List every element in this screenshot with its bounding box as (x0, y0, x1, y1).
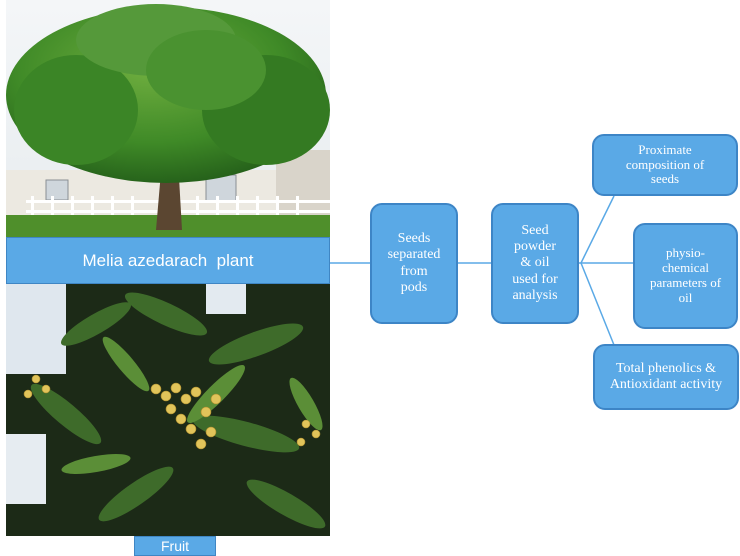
proximate-composition-box: Proximate composition of seeds (592, 134, 738, 196)
seed-powder-box: Seed powder & oil used for analysis (491, 203, 579, 324)
fruit-photo-illustration (6, 284, 330, 536)
tree-photo-illustration (6, 0, 330, 238)
phenolics-antioxidant-text: Total phenolics & Antioxidant activity (609, 360, 723, 392)
connector-to-phenolics (580, 262, 615, 346)
seeds-separated-text: Seeds separated from pods (387, 231, 441, 295)
plant-label-text: Melia azedarach plant (82, 250, 254, 270)
seeds-separated-box: Seeds separated from pods (370, 203, 458, 324)
physio-chemical-text: physio- chemical parameters of oil (649, 245, 722, 305)
physio-chemical-box: physio- chemical parameters of oil (633, 223, 738, 329)
seed-powder-text: Seed powder & oil used for analysis (512, 223, 558, 303)
tree-photo (6, 0, 330, 238)
plant-label: Melia azedarach plant (6, 237, 330, 284)
fruit-photo (6, 284, 330, 536)
fruit-label-text: Fruit (161, 538, 189, 554)
connector-to-proximate (580, 195, 615, 264)
phenolics-antioxidant-box: Total phenolics & Antioxidant activity (593, 344, 739, 410)
proximate-composition-text: Proximate composition of seeds (625, 141, 705, 187)
